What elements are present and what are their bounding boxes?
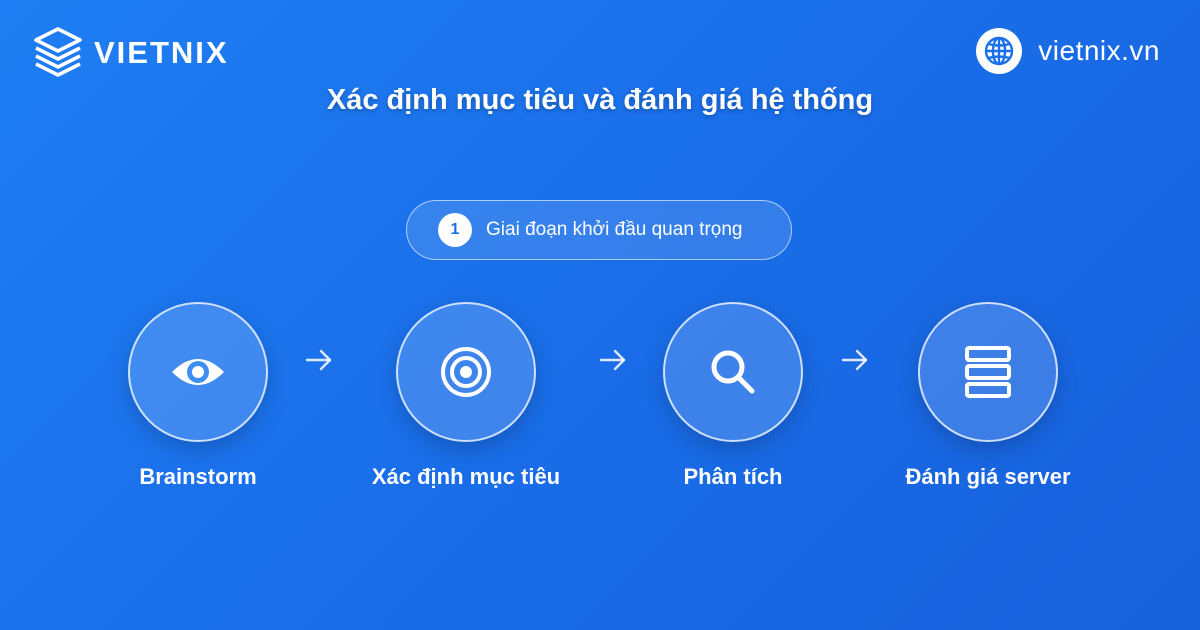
stage-badge: 1 Giai đoạn khởi đầu quan trọng [406,200,792,260]
stage-number: 1 [438,213,472,247]
step-circle [396,302,536,442]
step-label-define-goal: Xác định mục tiêu [371,464,561,489]
arrow-right-icon [841,349,868,371]
step-analysis [663,302,803,442]
globe-icon [976,28,1023,74]
brand-name: VIETNIX [94,35,229,70]
step-server-evaluation [918,302,1058,442]
step-circle [663,302,803,442]
site-link[interactable]: vietnix.vn [976,28,1160,74]
step-circle [128,302,268,442]
arrow-right-icon [305,349,332,371]
step-brainstorm [128,302,268,442]
site-url: vietnix.vn [1038,35,1160,66]
step-circle [918,302,1058,442]
arrow-right-icon [599,349,626,371]
search-icon [711,350,755,394]
brand-logo: VIETNIX [32,26,229,80]
eye-icon [172,359,224,385]
step-define-goal [396,302,536,442]
stage-text: Giai đoạn khởi đầu quan trọng [486,219,743,240]
step-label-server-evaluation: Đánh giá server [905,464,1071,489]
step-label-brainstorm: Brainstorm [139,464,257,489]
target-icon [441,347,491,397]
page-title: Xác định mục tiêu và đánh giá hệ thống [326,84,874,116]
layers-logo-icon [34,27,82,77]
server-icon [965,346,1011,398]
step-label-analysis: Phân tích [683,464,783,489]
